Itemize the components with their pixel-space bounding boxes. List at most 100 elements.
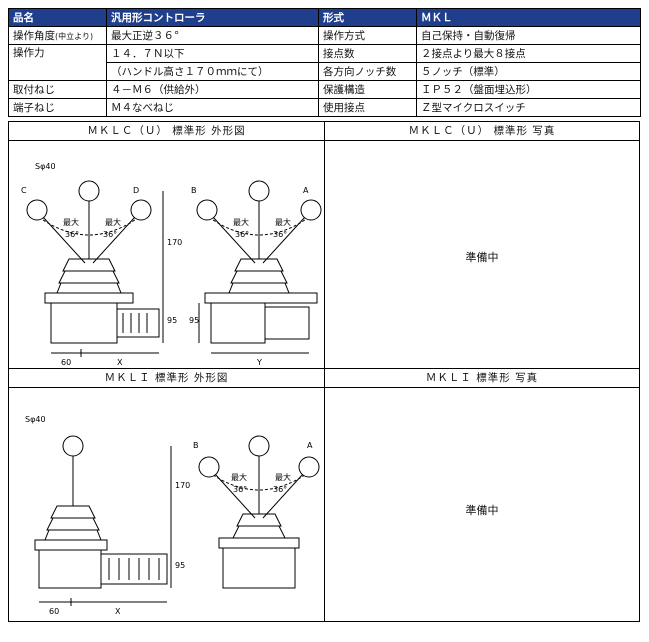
spec-value: ４－Ｍ６（供給外） — [106, 80, 319, 99]
panel-title: ＭＫＬＣ（Ｕ） 標準形 外形図 — [9, 122, 324, 141]
panel-body: 準備中 — [325, 388, 639, 623]
label-angle: 36° — [235, 230, 249, 239]
label-max: 最大 — [231, 472, 247, 482]
handle-knob — [130, 199, 152, 221]
label-width-x: X — [117, 358, 123, 367]
spec-header-model-label: 形式 — [318, 8, 417, 27]
spec-label: 接点数 — [318, 44, 417, 63]
photo-pending-text: 準備中 — [465, 504, 499, 517]
panel-title: ＭＫＬＩ 標準形 写真 — [325, 369, 639, 388]
handle-knob — [298, 456, 320, 478]
spec-header-row: 品名 汎用形コントローラ 形式 ＭＫＬ — [8, 8, 641, 27]
label-angle: 36° — [65, 230, 79, 239]
spec-label-text: 操作角度 — [13, 30, 55, 42]
spec-header-model-value: ＭＫＬ — [416, 8, 641, 27]
spec-value: １４．７Ｎ以下 — [106, 44, 319, 63]
mounting-plate — [218, 537, 300, 549]
spec-label: 操作方式 — [318, 26, 417, 45]
mounting-plate — [44, 292, 134, 304]
spec-header-product-label: 品名 — [8, 8, 107, 27]
label-position-b: B — [193, 441, 199, 450]
spec-value: ５ノッチ（標準） — [416, 62, 641, 81]
spec-value: ２接点より最大８接点 — [416, 44, 641, 63]
swing-arc — [30, 210, 148, 236]
spec-sheet: 品名 汎用形コントローラ 形式 ＭＫＬ 操作角度(中立より) 最大正逆３６° 操… — [8, 8, 641, 622]
spec-label: 操作力 — [8, 44, 107, 81]
label-max: 最大 — [275, 472, 291, 482]
label-height-95: 95 — [167, 316, 177, 325]
label-sphere: Sφ40 — [35, 162, 56, 171]
panel-body: Sφ40 170 95 60 X B A 最大 最大 36° 36° — [9, 388, 324, 623]
label-position-c: C — [21, 186, 27, 195]
label-width-60: 60 — [61, 358, 71, 367]
rubber-bellows — [232, 513, 286, 539]
spec-label: 使用接点 — [318, 98, 417, 117]
label-angle: 36° — [273, 485, 287, 494]
label-sphere: Sφ40 — [25, 415, 46, 424]
spec-value: Ｚ型マイクロスイッチ — [416, 98, 641, 117]
handle-shaft-tilted — [42, 216, 86, 264]
spec-label: 各方向ノッチ数 — [318, 62, 417, 81]
spec-row: 端子ねじ Ｍ４なべねじ 使用接点 Ｚ型マイクロスイッチ — [8, 98, 641, 117]
label-max: 最大 — [105, 217, 121, 227]
handle-knob — [300, 199, 322, 221]
spec-row: 操作力 １４．７Ｎ以下 接点数 ２接点より最大８接点 — [8, 44, 641, 81]
spec-label-note: (中立より) — [55, 32, 94, 41]
label-height-95: 95 — [175, 561, 185, 570]
spec-row: 取付ねじ ４－Ｍ６（供給外） 保護構造 ＩＰ５２（盤面埋込形） — [8, 80, 641, 99]
rubber-bellows — [56, 258, 122, 294]
spec-value: 最大正逆３６° — [106, 26, 319, 45]
spec-header-product-value: 汎用形コントローラ — [106, 8, 319, 27]
label-max: 最大 — [233, 217, 249, 227]
spec-value: （ハンドル高さ１７０ｍｍにて） — [106, 62, 319, 81]
housing-body — [222, 547, 296, 589]
panel-body: 準備中 — [325, 141, 639, 370]
label-max: 最大 — [275, 217, 291, 227]
label-height-170: 170 — [175, 481, 190, 490]
terminal-block — [116, 308, 160, 338]
handle-knob — [62, 435, 84, 457]
handle-shaft-tilted — [92, 216, 136, 264]
label-position-d: D — [133, 186, 139, 195]
label-width-y: Y — [256, 358, 262, 367]
handle-knob — [26, 199, 48, 221]
spec-label: 取付ねじ — [8, 80, 107, 99]
label-position-b: B — [191, 186, 197, 195]
terminal-block — [100, 553, 168, 585]
spec-table: 品名 汎用形コントローラ 形式 ＭＫＬ 操作角度(中立より) 最大正逆３６° 操… — [8, 8, 641, 117]
label-position-a: A — [307, 441, 313, 450]
photo-pending-text: 準備中 — [465, 251, 499, 264]
housing-body — [210, 302, 266, 344]
panel-body: Sφ40 C D 最大 最大 36° 36° 170 95 60 X B A 最… — [9, 141, 324, 370]
panel-title: ＭＫＬＣ（Ｕ） 標準形 写真 — [325, 122, 639, 141]
handle-knob — [198, 456, 220, 478]
label-angle: 36° — [103, 230, 117, 239]
panel-title: ＭＫＬＩ 標準形 外形図 — [9, 369, 324, 388]
handle-knob — [78, 180, 100, 202]
rubber-bellows — [44, 505, 102, 541]
label-width-x: X — [115, 607, 121, 616]
spec-row: 操作角度(中立より) 最大正逆３６° 操作方式 自己保持・自動復帰 — [8, 26, 641, 45]
spec-label: 操作角度(中立より) — [8, 26, 107, 45]
handle-knob — [248, 435, 270, 457]
spec-value: Ｍ４なべねじ — [106, 98, 319, 117]
mklc-outline-drawing: Sφ40 C D 最大 最大 36° 36° 170 95 60 X B A 最… — [21, 162, 322, 367]
housing-body — [50, 302, 118, 344]
spec-label: 端子ねじ — [8, 98, 107, 117]
handle-knob — [248, 180, 270, 202]
mounting-plate — [34, 539, 108, 551]
mkli-photo-panel: ＭＫＬＩ 標準形 写真 準備中 — [324, 368, 640, 622]
label-position-a: A — [303, 186, 309, 195]
label-height-170: 170 — [167, 238, 182, 247]
mkli-outline-drawing: Sφ40 170 95 60 X B A 最大 最大 36° 36° — [25, 415, 320, 616]
housing-body — [38, 549, 102, 589]
label-angle: 36° — [233, 485, 247, 494]
rubber-bellows — [228, 258, 290, 294]
mounting-plate — [204, 292, 318, 304]
mkli-drawing-panel: ＭＫＬＩ 標準形 外形図 — [8, 368, 325, 622]
label-angle: 36° — [273, 230, 287, 239]
label-width-60: 60 — [49, 607, 59, 616]
label-height-95: 95 — [189, 316, 199, 325]
label-max: 最大 — [63, 217, 79, 227]
mklc-photo-panel: ＭＫＬＣ（Ｕ） 標準形 写真 準備中 — [324, 121, 640, 369]
